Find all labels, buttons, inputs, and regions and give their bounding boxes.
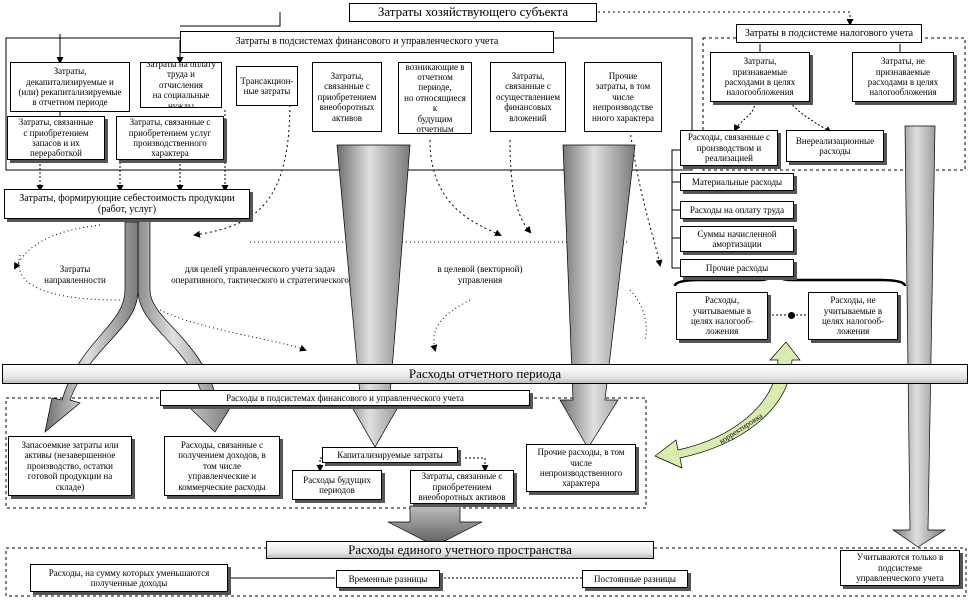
capitalized-box: Капитализируемые затраты	[322, 447, 458, 463]
production-expenses-box: Расходы, связанные с производством и реа…	[680, 130, 778, 166]
temporary-diff-box: Временные разницы	[336, 570, 440, 588]
other-expenses-bottom-box: Прочие расходы, в том числе непроизводст…	[526, 444, 636, 492]
arrow-other	[559, 144, 636, 449]
labor-costs-box: Затраты на оплату труда и отчисления на …	[140, 62, 222, 108]
material-expenses-box: Материальные расходы	[680, 173, 794, 191]
tax-accounted-box: Расходы, учитываемые в целях налогооб- л…	[676, 292, 768, 340]
services-costs-box: Затраты, связанные с приобретением услуг…	[116, 116, 224, 160]
vector-management-label: в целевой (векторной) управления	[437, 264, 523, 285]
other-expenses-tax-box: Прочие расходы	[680, 259, 794, 277]
connector-node	[788, 312, 795, 319]
cost-of-production-box: Затраты, формирующие себестоимость проду…	[4, 189, 250, 219]
income-reducing-box: Расходы, на сумму которых уменьшаются по…	[30, 564, 228, 592]
other-costs-top-box: Прочие затраты, в том числе непроизводст…	[584, 62, 662, 132]
future-period-costs-box: Затраты возникающие в отчетном периоде, …	[398, 62, 472, 134]
income-related-box: Расходы, связанные с получением доходов,…	[164, 436, 280, 496]
reporting-period-band: Расходы отчетного периода	[2, 364, 968, 384]
tax-region	[702, 37, 966, 171]
arrow-down-unified	[387, 505, 483, 547]
financial-investments-box: Затраты, связанные с осуществлением фина…	[490, 62, 566, 132]
tax-not-recognized-box: Затраты, не признаваемые расходами в цел…	[852, 52, 954, 102]
labor-expenses-box: Расходы на оплату труда	[680, 201, 794, 219]
capitalizable-costs-box: Запасоемкие затраты или активы (незаверш…	[8, 436, 132, 496]
noncurrent-acq-box: Затраты, связанные с приобретением внеоб…	[410, 470, 514, 504]
fin-mgmt-header: Затраты в подсистемах финансового и упра…	[180, 31, 554, 53]
capitalized-reported-box: Затраты, декапитализируемые и (или) река…	[10, 62, 130, 112]
transaction-costs-box: Трансакцион- ные затраты	[236, 66, 298, 106]
mgmt-purposes-label: для целей управленческого учета задач оп…	[171, 264, 349, 285]
correction-arrow	[654, 341, 801, 469]
permanent-diff-box: Постоянные разницы	[582, 570, 688, 588]
noncurrent-assets-box: Затраты, связанные с приобретением внеоб…	[312, 62, 382, 132]
tax-recognized-box: Затраты, признаваемые расходами в целях …	[710, 52, 810, 102]
fin-mgmt-expenses-header: Расходы в подсистемах финансового и упра…	[160, 390, 530, 406]
inventory-costs-box: Затраты, связанные с приобретением запас…	[7, 116, 105, 160]
non-operating-box: Внереализационные расходы	[786, 130, 884, 162]
future-expenses-box: Расходы будущих периодов	[292, 470, 382, 500]
mgmt-only-box: Учитываются только в подсистеме управлен…	[840, 550, 960, 586]
arrow-tax-not	[891, 125, 947, 548]
main-title-box: Затраты хозяйствующего субъекта	[349, 3, 597, 22]
tax-header: Затраты в подсистеме налогового учета	[736, 24, 922, 43]
depreciation-box: Суммы начисленной амортизации	[680, 226, 794, 252]
unified-space-band: Расходы единого учетного пространства	[266, 541, 654, 559]
arrow-cost-left	[44, 221, 139, 433]
tax-not-accounted-box: Расходы, не учитываемые в целях налогооб…	[808, 292, 898, 340]
directed-costs-label: Затраты направленности	[44, 264, 106, 285]
